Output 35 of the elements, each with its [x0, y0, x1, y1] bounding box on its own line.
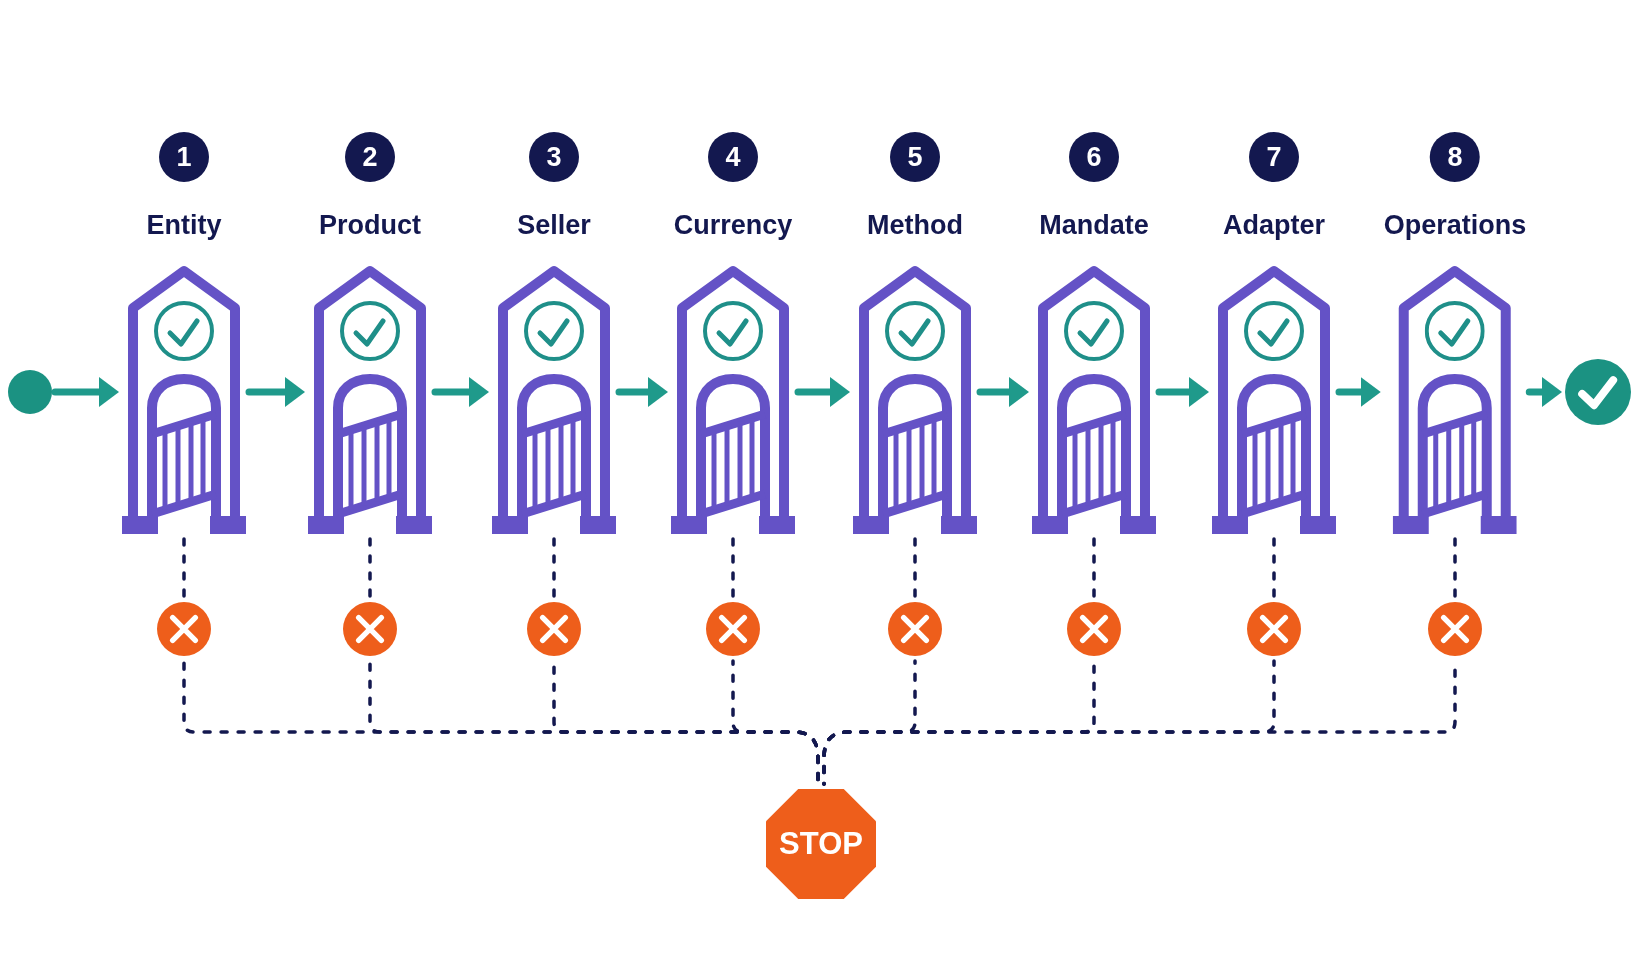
step-title: Operations	[1383, 209, 1527, 241]
step-number: 7	[1249, 132, 1299, 182]
cross-circle-icon	[1428, 602, 1482, 656]
step-number: 4	[708, 132, 758, 182]
step-number: 2	[345, 132, 395, 182]
dashed-connector-line	[913, 537, 917, 599]
dashed-connector-line	[552, 537, 556, 599]
step-title: Method	[867, 209, 963, 241]
cross-circle-icon	[1067, 602, 1121, 656]
step-number: 6	[1069, 132, 1119, 182]
step-title: Mandate	[1039, 209, 1149, 241]
dashed-connector-line	[1272, 537, 1276, 599]
cross-circle-icon	[343, 602, 397, 656]
step-title: Adapter	[1223, 209, 1325, 241]
cross-circle-icon	[888, 602, 942, 656]
step-title: Seller	[517, 209, 591, 241]
check-circle-icon	[1565, 359, 1631, 425]
cross-circle-icon	[1247, 602, 1301, 656]
dashed-connector-line	[368, 537, 372, 599]
cross-circle-icon	[157, 602, 211, 656]
step-title: Entity	[146, 209, 222, 241]
dashed-connector-line	[731, 537, 735, 599]
step-number: 3	[529, 132, 579, 182]
dashed-connector-line	[1453, 537, 1457, 599]
cross-circle-icon	[706, 602, 760, 656]
dashed-connector-line	[182, 537, 186, 599]
step-number: 8	[1430, 132, 1480, 182]
cross-circle-icon	[527, 602, 581, 656]
step-title: Currency	[673, 209, 793, 241]
start-dot-icon	[8, 370, 52, 414]
step-number: 5	[890, 132, 940, 182]
dashed-connector-line	[1092, 537, 1096, 599]
step-title: Product	[319, 209, 421, 241]
step-number: 1	[159, 132, 209, 182]
sign-text: STOP	[779, 826, 863, 862]
